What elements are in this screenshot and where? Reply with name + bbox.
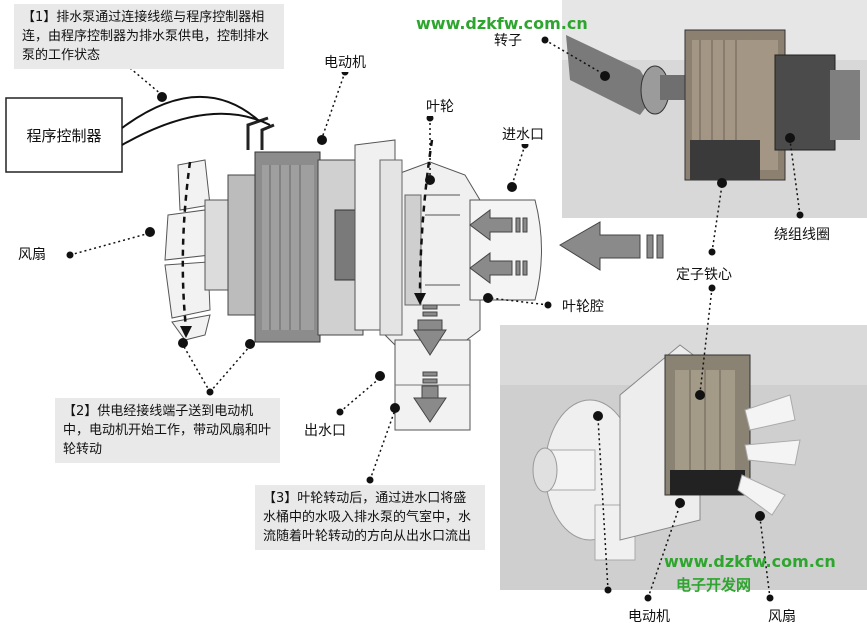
controller-box xyxy=(5,97,123,173)
label-outlet: 出水口 xyxy=(302,420,348,440)
inlet-flow-arrows xyxy=(469,209,664,284)
stator-rotor-photo xyxy=(562,0,867,218)
leader-lines xyxy=(69,39,801,599)
controller-cable xyxy=(121,95,271,146)
label-inlet: 进水口 xyxy=(500,124,546,144)
label-motor-bottom: 电动机 xyxy=(626,606,672,626)
note-motor-start: 【2】供电经接线端子送到电动机中，电动机开始工作，带动风扇和叶轮转动 xyxy=(55,398,280,463)
label-fan-bottom: 风扇 xyxy=(766,606,798,626)
watermark-url-bottom: www.dzkfw.com.cn xyxy=(664,552,836,571)
impeller-rotation-arrow xyxy=(418,139,434,296)
controller-label: 程序控制器 xyxy=(26,126,102,145)
pump-assembly-photo xyxy=(500,325,867,590)
pump-drawing xyxy=(164,116,664,431)
label-winding: 绕组线圈 xyxy=(772,224,832,244)
label-rotor: 转子 xyxy=(492,30,524,50)
label-stator-core: 定子铁心 xyxy=(674,264,734,284)
label-fan-left: 风扇 xyxy=(16,244,48,264)
fan-drawing xyxy=(164,159,231,341)
fan-rotation-arrow xyxy=(181,161,192,329)
watermark-site-name: 电子开发网 xyxy=(676,576,752,594)
outlet-flow-arrows xyxy=(413,304,447,423)
label-impeller: 叶轮 xyxy=(424,96,456,116)
watermark-url-top: www.dzkfw.com.cn xyxy=(416,14,588,33)
note-controller-connection: 【1】排水泵通过连接线缆与程序控制器相连，由程序控制器为排水泵供电，控制排水泵的… xyxy=(14,4,284,69)
label-impeller-chamber: 叶轮腔 xyxy=(560,296,606,316)
note-water-flow: 【3】叶轮转动后，通过进水口将盛水桶中的水吸入排水泵的气室中，水流随着叶轮转动的… xyxy=(255,485,485,550)
label-motor-top: 电动机 xyxy=(322,52,368,72)
pointer-icons xyxy=(66,36,804,602)
motor-drawing xyxy=(227,116,376,343)
